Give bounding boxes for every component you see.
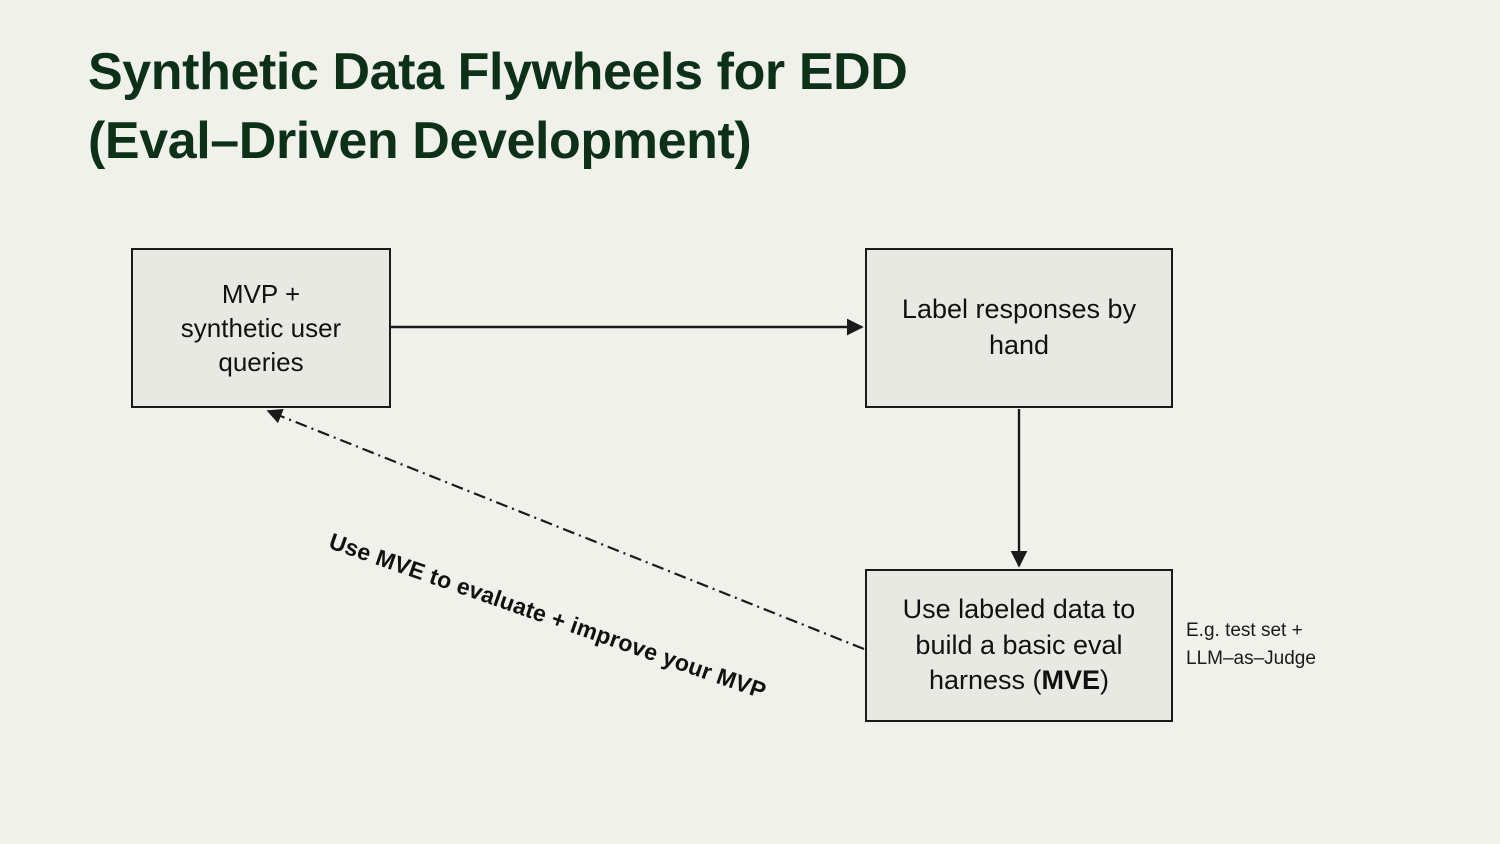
page-title: Synthetic Data Flywheels for EDD (Eval–D… [88, 43, 908, 171]
node-mve-label: Use labeled data to build a basic eval h… [879, 592, 1159, 699]
node-build-eval-harness[interactable]: Use labeled data to build a basic eval h… [865, 569, 1173, 722]
node-label-responses-label: Label responses by hand [901, 294, 1137, 360]
edge-label-feedback-loop: Use MVE to evaluate + improve your MVP [325, 527, 770, 704]
node-mve-label-bold: MVE [1041, 665, 1101, 696]
node-label-responses-by-hand[interactable]: Label responses by hand [865, 248, 1173, 408]
node-mve-label-prefix: Use labeled data to build a basic eval h… [902, 594, 1136, 696]
node-mvp-label: MVP + synthetic user queries [180, 278, 342, 378]
annotation-mve-example: E.g. test set + LLM–as–Judge [1186, 620, 1316, 669]
node-mvp-synthetic-queries[interactable]: MVP + synthetic user queries [131, 248, 391, 408]
node-mve-label-suffix: ) [1100, 665, 1110, 696]
